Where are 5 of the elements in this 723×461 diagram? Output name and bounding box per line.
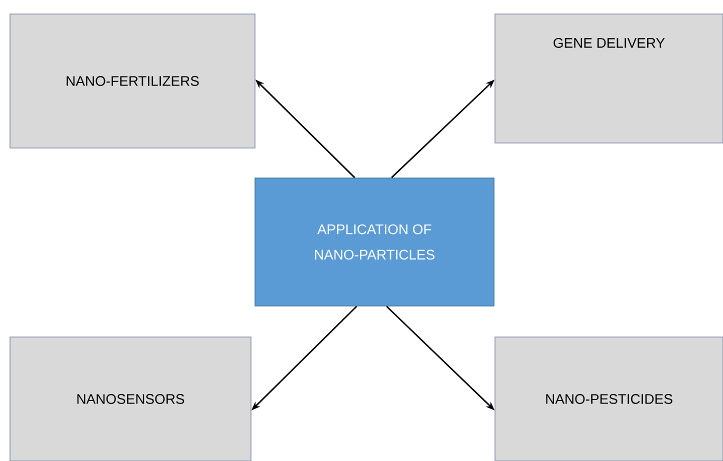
category-box: NANO-PESTICIDES — [494, 336, 723, 461]
category-box: GENE DELIVERY — [494, 14, 723, 144]
category-box: NANOSENSORS — [10, 336, 252, 461]
center-box: APPLICATION OF NANO-PARTICLES — [254, 178, 494, 306]
category-box: NANO-FERTILIZERS — [10, 14, 256, 148]
